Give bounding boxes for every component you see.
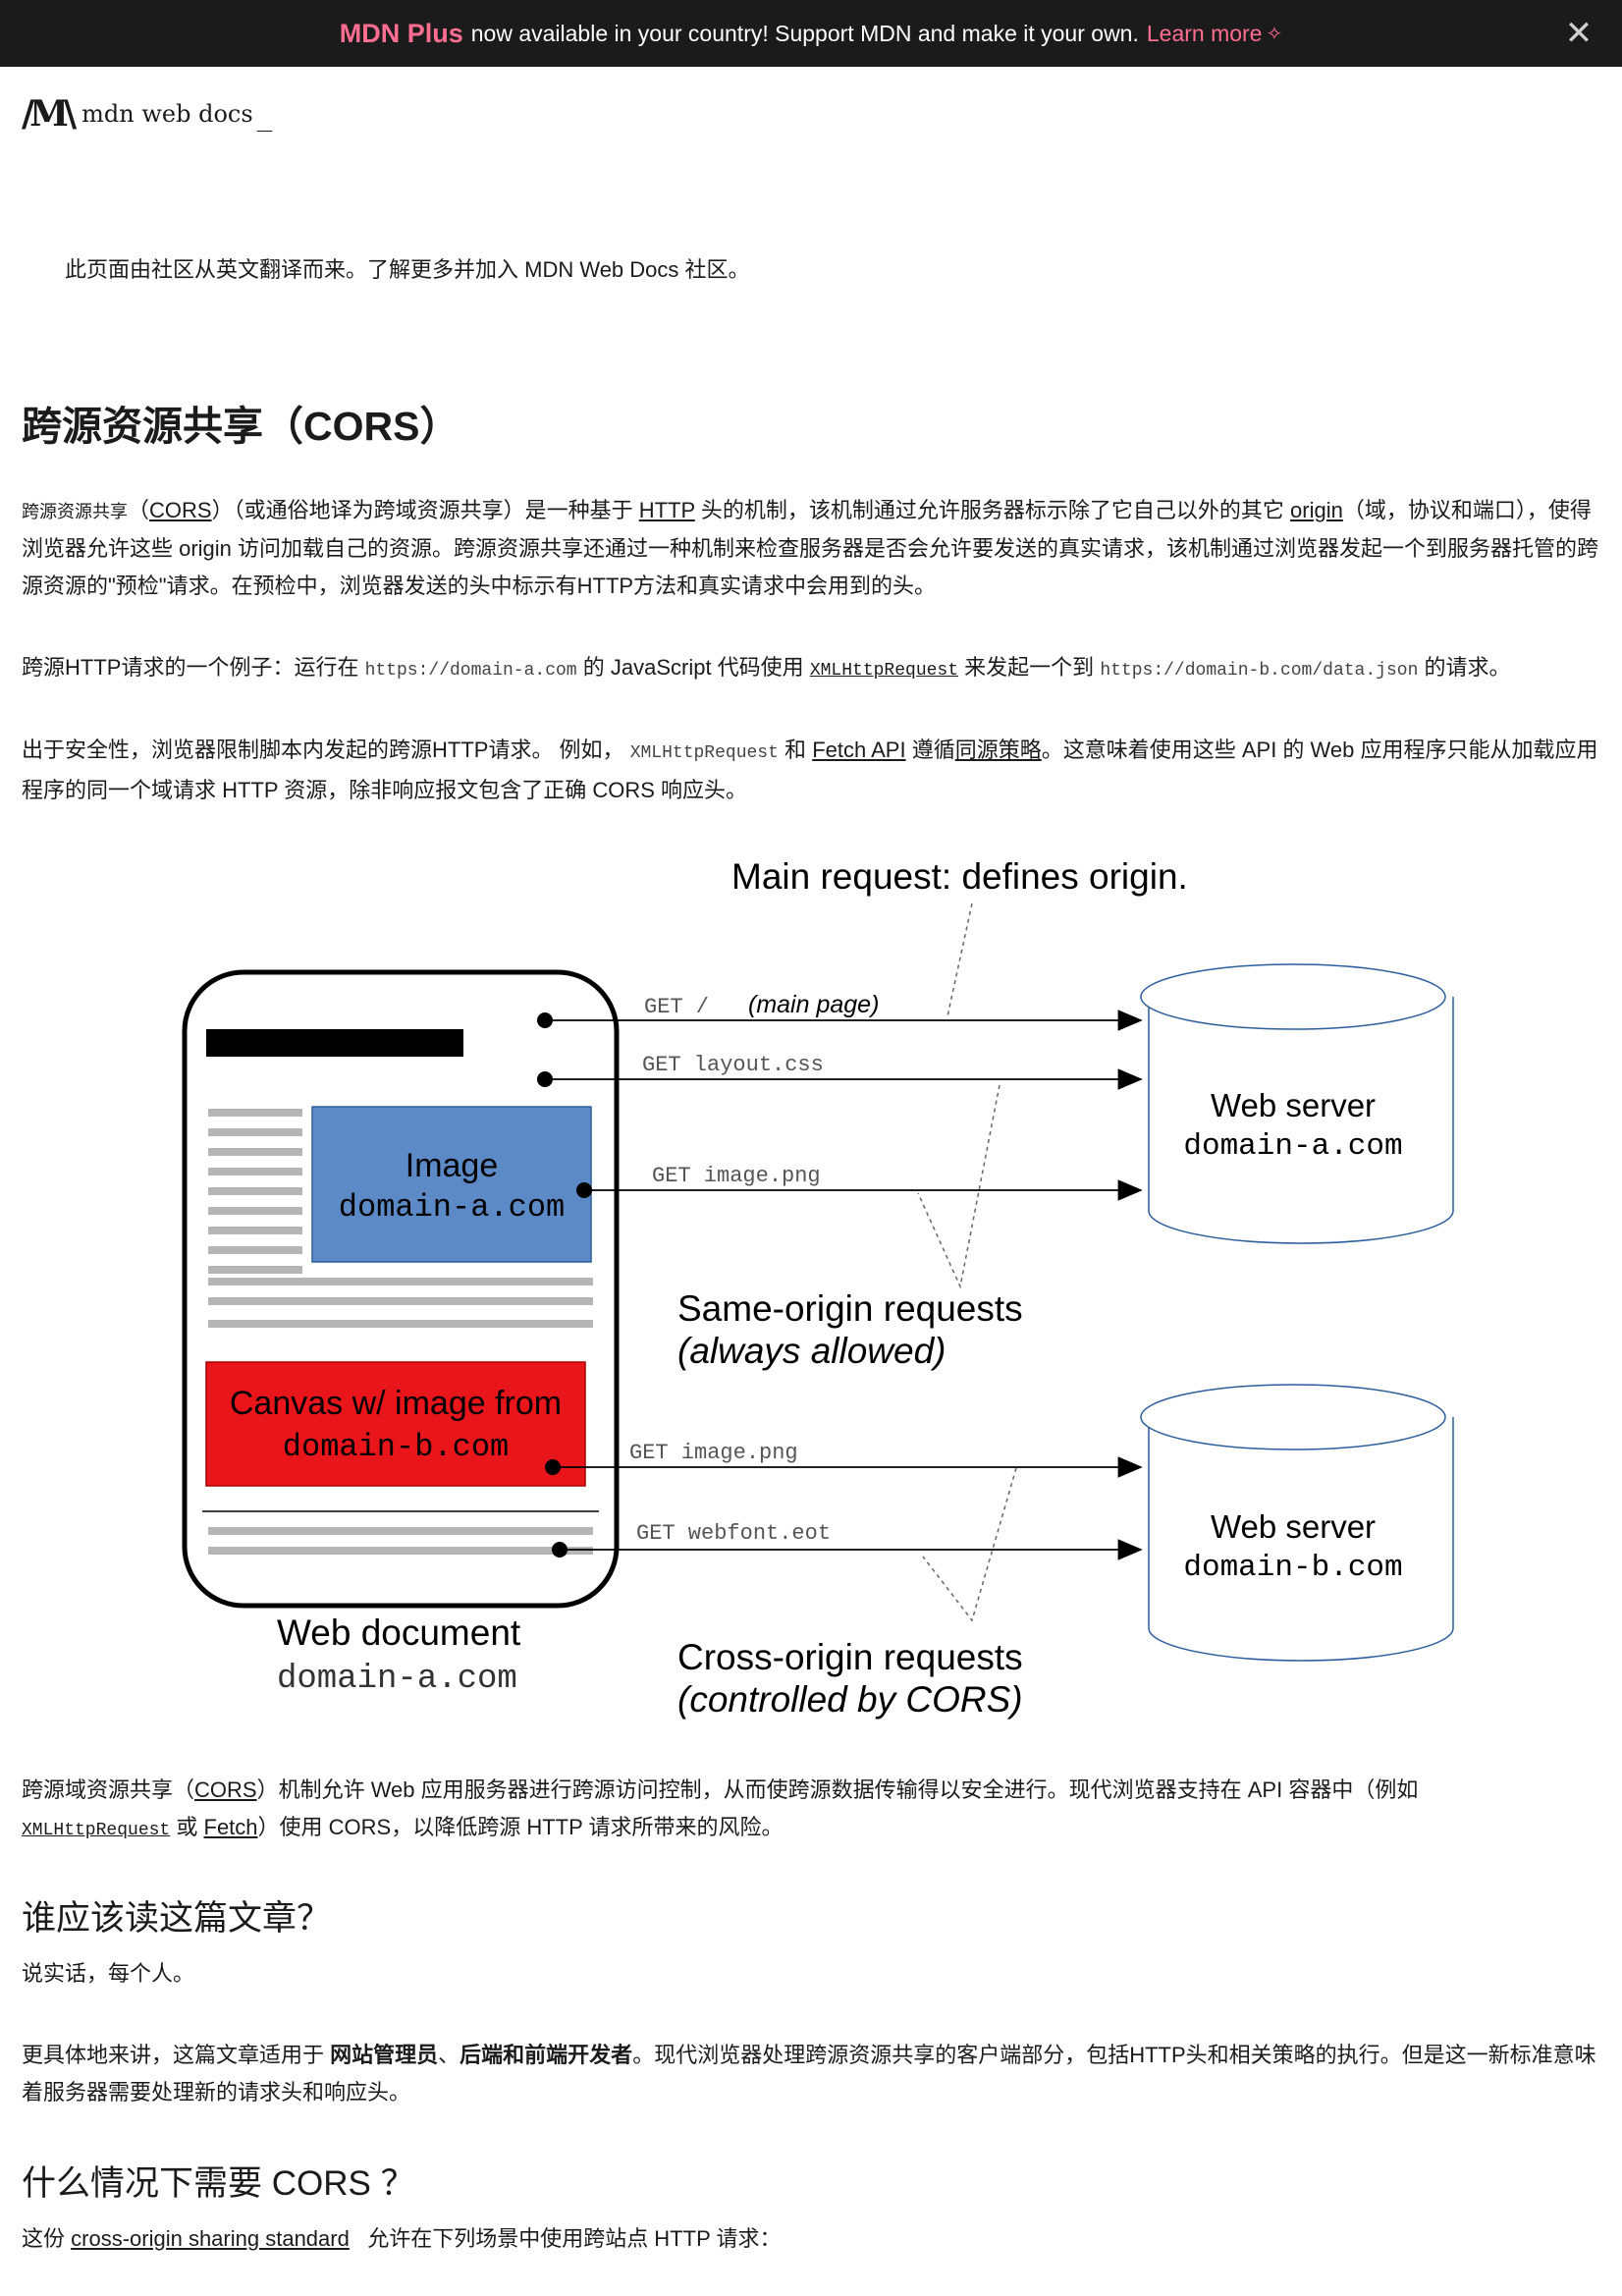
web-document-label: Web document (277, 1613, 521, 1653)
mdn-plus-banner: MDN Plus now available in your country! … (0, 0, 1622, 67)
server-b-label: Web server (1211, 1508, 1376, 1545)
when-cors-heading: 什么情况下需要 CORS ？ (22, 2164, 415, 2203)
image-domain: domain-a.com (339, 1189, 565, 1226)
get-layout-label: GET layout.css (642, 1053, 824, 1077)
text-fragment: 遵循 (911, 738, 955, 762)
after-diagram-paragraph: 跨源域资源共享（CORS）机制允许 Web 应用服务器进行跨源访问控制，从而使跨… (22, 1772, 1602, 1849)
intro-paragraph-2: 跨源HTTP请求的一个例子：运行在 https://domain-a.com 的… (22, 649, 1602, 689)
image-label: Image (406, 1147, 499, 1184)
cors-link-2[interactable]: CORS (194, 1777, 257, 1802)
text-fragment: 。现代浏览器处理跨源资源共享的客户端部分，包括HTTP头和相关策略的执行。但是这… (22, 2043, 1596, 2105)
banner-text: now available in your country! Support M… (470, 20, 1139, 46)
cross-origin-subtitle: (controlled by CORS) (677, 1679, 1023, 1720)
text-fragment: 头的机制，该机制通过允许服务器标示除了它自己以外的其它 (700, 498, 1284, 522)
canvas-label: Canvas w/ image from (230, 1385, 562, 1422)
server-a-label: Web server (1211, 1087, 1376, 1123)
translation-note: 此页面由社区从英文翻译而来。了解更多并加入 MDN Web Docs 社区。 (65, 257, 750, 282)
canvas-domain: domain-b.com (283, 1429, 509, 1465)
same-origin-pointers (917, 1084, 1017, 1622)
page-title: 跨源资源共享（CORS） (22, 404, 460, 449)
text-fragment: 和 (784, 738, 807, 762)
canvas-box (205, 1361, 586, 1487)
when-paragraph: 这份 cross-origin sharing standard 允许在下列场景… (22, 2220, 1602, 2258)
text-fragment: 跨源域资源共享（ (22, 1777, 195, 1802)
main-page-label: (main page) (748, 991, 879, 1018)
site-header: /M\ mdn web docs _ (22, 93, 273, 135)
text-fragment: ）使用 CORS，以降低跨源 HTTP 请求所带来的风险。 (257, 1815, 784, 1839)
intro-paragraph-1: 跨源资源共享（CORS）（或通俗地译为跨域资源共享）是一种基于 HTTP 头的机… (22, 492, 1602, 605)
document-text-lines (208, 1109, 593, 1555)
developers-bold: 后端和前端开发者 (460, 2043, 633, 2067)
text-fragment: 更具体地来讲，这篇文章适用于 (22, 2043, 325, 2067)
text-fragment: ）（或通俗地译为跨域资源共享）是一种基于 (211, 498, 633, 522)
web-document-domain: domain-a.com (277, 1661, 517, 1698)
same-origin-title: Same-origin requests (677, 1288, 1023, 1329)
origin-link[interactable]: origin (1290, 498, 1343, 522)
same-origin-policy-link[interactable]: 同源策略 (954, 738, 1042, 762)
who-paragraph-1: 说实话，每个人。 (22, 1961, 195, 1986)
mdn-logo-icon[interactable]: /M\ (22, 93, 77, 135)
xmlhttprequest-link-2[interactable]: XMLHttpRequest (22, 1821, 171, 1840)
same-origin-subtitle: (always allowed) (677, 1331, 946, 1371)
document-title-bar (206, 1029, 463, 1057)
text-fragment: 来发起一个到 (964, 655, 1095, 680)
xmlhttprequest-link[interactable]: XMLHttpRequest (809, 661, 959, 681)
logo-text[interactable]: mdn web docs (81, 100, 253, 128)
request-origin-dots (537, 1012, 592, 1558)
who-should-read-heading: 谁应该读这篇文章？ (22, 1899, 332, 1938)
http-link[interactable]: HTTP (638, 498, 695, 522)
server-a-domain: domain-a.com (1183, 1129, 1402, 1164)
cross-origin-title: Cross-origin requests (677, 1637, 1023, 1677)
main-request-pointer (946, 902, 973, 1017)
main-request-label: Main request: defines origin. (731, 856, 1188, 897)
text-fragment: 的 JavaScript 代码使用 (582, 655, 804, 680)
intro-paragraph-3: 出于安全性，浏览器限制脚本内发起的跨源HTTP请求。 例如， XMLHttpRe… (22, 732, 1602, 809)
get-image-a-label: GET image.png (652, 1164, 821, 1188)
server-b-cylinder (1140, 1384, 1454, 1662)
text-fragment: 。这意味着使用这些 API 的 Web 应用程序只能从加载应用程序的同一个域请求… (22, 738, 1598, 802)
fetch-api-link[interactable]: Fetch API (812, 738, 906, 762)
cors-term: 跨源资源共享 (22, 502, 128, 521)
fetch-link[interactable]: Fetch (203, 1815, 258, 1839)
server-a-cylinder (1140, 963, 1454, 1244)
text-fragment: 、 (438, 2043, 460, 2067)
get-image-b-label: GET image.png (629, 1441, 798, 1465)
text-fragment: 或 (176, 1815, 198, 1839)
text-fragment: ）机制允许 Web 应用服务器进行跨源访问控制，从而使跨源数据传输得以安全进行。… (256, 1777, 1419, 1802)
learn-more-link[interactable]: Learn more (1146, 20, 1263, 46)
cors-link[interactable]: CORS (149, 498, 212, 522)
cors-diagram-svg: Main request: defines origin. Image doma… (182, 856, 1454, 1720)
text-fragment: 这份 (22, 2226, 66, 2251)
code-domain-b: https://domain-b.com/data.json (1100, 661, 1419, 681)
close-icon[interactable]: ✕ (1564, 15, 1594, 52)
request-arrows (545, 1010, 1143, 1560)
text-fragment: 的请求。 (1424, 655, 1511, 680)
server-b-domain: domain-b.com (1183, 1551, 1402, 1585)
code-xmlhttprequest: XMLHttpRequest (629, 743, 779, 763)
text-fragment: （域，协议和端口），使得浏览器允许这些 origin 访问加载自己的资源。跨源资… (22, 498, 1599, 598)
sparkle-icon: ✧ (1266, 23, 1283, 45)
who-paragraph-2: 更具体地来讲，这篇文章适用于 网站管理员、后端和前端开发者。现代浏览器处理跨源资… (22, 2037, 1602, 2111)
image-box (311, 1106, 592, 1263)
cross-origin-standard-link[interactable]: cross-origin sharing standard (71, 2226, 350, 2251)
text-fragment: （ (128, 498, 150, 522)
mdn-plus-brand: MDN Plus (339, 18, 463, 48)
webmasters-bold: 网站管理员 (330, 2043, 439, 2067)
get-webfont-label: GET webfont.eot (636, 1521, 831, 1546)
logo-cursor: _ (256, 103, 273, 133)
text-fragment: 出于安全性，浏览器限制脚本内发起的跨源HTTP请求。 例如， (22, 738, 624, 762)
cors-diagram: Main request: defines origin. Image doma… (167, 849, 1463, 1733)
text-fragment: 跨源HTTP请求的一个例子：运行在 (22, 655, 359, 680)
code-domain-a: https://domain-a.com (364, 661, 577, 681)
get-main-label: GET / (644, 995, 709, 1019)
text-fragment: 允许在下列场景中使用跨站点 HTTP 请求： (367, 2226, 782, 2251)
